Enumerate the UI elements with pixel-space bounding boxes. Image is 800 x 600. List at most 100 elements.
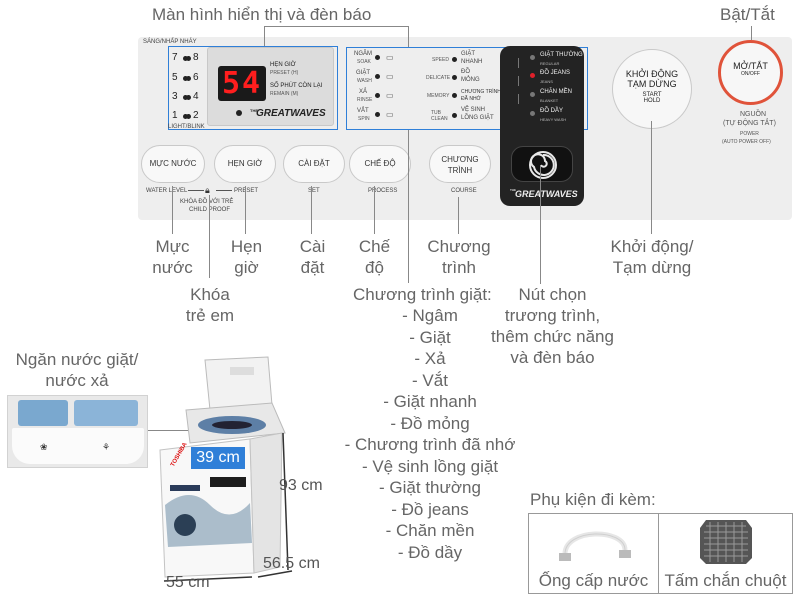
course-button-line2: TRÌNH bbox=[447, 166, 473, 175]
setting-sub: SET bbox=[308, 188, 320, 194]
start-l4: HOLD bbox=[643, 98, 661, 104]
power-l1: MỞ/TẮT bbox=[733, 61, 768, 71]
leader-line bbox=[540, 166, 541, 284]
leader-line bbox=[148, 430, 198, 431]
softener-compartment bbox=[74, 400, 138, 426]
child-lock-bracket bbox=[216, 190, 232, 191]
setting-button[interactable]: CÀI ĐẶT bbox=[283, 145, 345, 183]
leader-line bbox=[458, 197, 459, 234]
accessory-rat-guard: Tấm chắn chuột bbox=[659, 513, 793, 594]
prog-tubclean-vi2: LỒNG GIẶT bbox=[461, 115, 494, 121]
soak-icon: ▭ bbox=[386, 53, 394, 62]
water-level-button[interactable]: MỰC NƯỚC bbox=[141, 145, 205, 183]
program-item: - Giặt nhanh bbox=[383, 392, 477, 411]
course-regular-en: REGULAR bbox=[540, 61, 560, 66]
course-selector-knob[interactable] bbox=[511, 146, 573, 182]
course-regular: GIẶT THƯỜNG bbox=[540, 52, 583, 58]
prog-memory-en: MEMORY bbox=[427, 93, 450, 99]
programs-title: Chương trình giặt: bbox=[353, 285, 492, 304]
prog-soak-light bbox=[375, 55, 380, 60]
course-heavy-light bbox=[530, 111, 535, 116]
display-preset-label: HẸN GIỜ bbox=[270, 62, 296, 68]
leader-line bbox=[751, 26, 752, 40]
spin-icon: ▭ bbox=[386, 110, 394, 119]
prog-spin: VẮT bbox=[357, 108, 369, 114]
callout-selector-knob: Nút chọn trương trình, thêm chức năng và… bbox=[491, 285, 614, 367]
level-footer: LIGHT/BLINK bbox=[168, 124, 205, 130]
preset-button[interactable]: HẸN GIỜ bbox=[214, 145, 276, 183]
level-8: 8 bbox=[193, 52, 199, 63]
level-2: 2 bbox=[193, 110, 199, 121]
callout-display-lights: Màn hình hiển thị và đèn báo bbox=[152, 5, 372, 24]
course-heavy-en: HEAVY WASH bbox=[540, 117, 567, 122]
course-jeans-light bbox=[530, 73, 535, 78]
course-blanket: CHĂN MỀN bbox=[540, 89, 573, 95]
spiral-icon bbox=[529, 151, 557, 179]
power-l2: ON/OFF bbox=[741, 71, 760, 77]
logo-the: THE bbox=[250, 108, 258, 113]
prog-spin-light bbox=[375, 112, 380, 117]
power-button[interactable]: MỞ/TẮT ON/OFF bbox=[718, 40, 783, 105]
leader-line bbox=[245, 186, 246, 234]
process-button[interactable]: CHẾ ĐỘ bbox=[349, 145, 411, 183]
level-dot bbox=[186, 56, 191, 61]
prog-soak: NGÂM bbox=[354, 51, 372, 57]
course-regular-light bbox=[530, 55, 535, 60]
prog-tubclean-vi1: VỆ SINH bbox=[461, 107, 486, 113]
level-1: 1 bbox=[172, 110, 178, 121]
leader-line bbox=[408, 26, 409, 47]
course-blanket-light bbox=[530, 92, 535, 97]
prog-memory-vi1: CHƯƠNG TRÌNH bbox=[461, 89, 501, 95]
display-remain-sub: REMAIN (M) bbox=[270, 91, 299, 97]
start-l1: KHỞI ĐỘNG bbox=[625, 69, 679, 79]
prog-delicate-vi2: MỎNG bbox=[461, 77, 480, 83]
leader-line bbox=[172, 186, 173, 234]
course-heavy: ĐỒ DẦY bbox=[540, 108, 564, 114]
accessory-hose: Ống cấp nước bbox=[528, 513, 659, 594]
prog-tubclean-light bbox=[452, 113, 457, 118]
prog-speed-light bbox=[452, 57, 457, 62]
power-note-1: NGUỒN bbox=[740, 111, 767, 118]
power-note-4: (AUTO POWER OFF) bbox=[722, 139, 771, 145]
program-item: - Chương trình đã nhớ bbox=[344, 435, 516, 454]
level-7: 7 bbox=[172, 52, 178, 63]
course-button-line1: CHƯƠNG bbox=[441, 155, 479, 164]
accessory-hose-label: Ống cấp nước bbox=[538, 571, 649, 590]
display-digits: 54 bbox=[218, 66, 266, 101]
program-item: - Giặt bbox=[409, 327, 451, 347]
start-l3: START bbox=[642, 92, 662, 98]
course-blanket-en: BLANKET bbox=[540, 98, 559, 103]
course-selector-panel: GIẶT THƯỜNG REGULAR ĐỒ JEANS JEANS CHĂN … bbox=[500, 46, 584, 206]
leader-line bbox=[651, 121, 652, 234]
accessories-title: Phụ kiện đi kèm: bbox=[530, 490, 656, 509]
prog-spin-en: SPIN bbox=[358, 116, 370, 122]
callout-power: Bật/Tắt bbox=[720, 5, 775, 24]
program-item: - Đồ jeans bbox=[391, 499, 469, 519]
rat-guard-icon bbox=[700, 520, 752, 564]
level-indicator-box bbox=[168, 46, 338, 130]
prog-rinse: XẢ bbox=[359, 89, 368, 95]
program-item: - Đồ mỏng bbox=[390, 413, 470, 433]
indicator-bar bbox=[518, 76, 519, 86]
rinse-icon: ▭ bbox=[386, 91, 394, 100]
start-pause-button[interactable]: KHỞI ĐỘNG TẠM DỪNG START HOLD bbox=[612, 49, 692, 129]
height-dim: 93 cm bbox=[279, 477, 323, 494]
level-3: 3 bbox=[172, 91, 178, 102]
led-display: 54 HẸN GIỜ PRESET (H) SỐ PHÚT CÒN LẠI RE… bbox=[207, 47, 334, 126]
course-button[interactable]: CHƯƠNG TRÌNH bbox=[429, 145, 491, 183]
prog-wash-light bbox=[375, 74, 380, 79]
program-indicator-box bbox=[346, 47, 588, 130]
leader-line bbox=[408, 130, 409, 283]
display-preset-sub: PRESET (H) bbox=[270, 70, 299, 76]
prog-speed-vi1: GIẶT bbox=[461, 51, 476, 57]
level-dot bbox=[186, 114, 191, 119]
prog-delicate-light bbox=[452, 75, 457, 80]
level-dot bbox=[183, 95, 188, 100]
prog-soak-en: SOAK bbox=[357, 59, 371, 65]
dark-greatwaves-logo: GREATWAVES bbox=[515, 189, 578, 199]
softener-symbol-icon: ⚘ bbox=[102, 442, 111, 452]
